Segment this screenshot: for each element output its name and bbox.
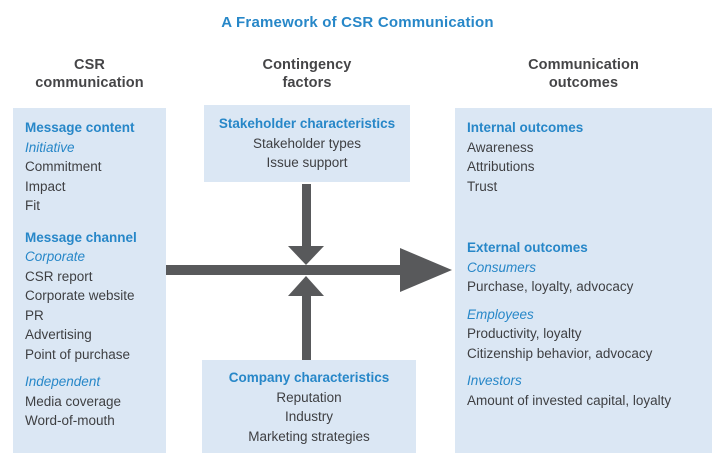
- list-item: Trust: [467, 178, 498, 194]
- section-sublabel: Corporate: [25, 249, 86, 264]
- list-item: Impact: [25, 178, 66, 194]
- column-header-communication-outcomes: Communication outcomes: [455, 56, 712, 92]
- communication-outcomes-box: Internal outcomes Awareness Attributions…: [455, 108, 712, 453]
- section-heading: Message channel: [25, 229, 137, 245]
- section-heading: External outcomes: [467, 240, 588, 255]
- section-sublabel: Employees: [467, 306, 534, 322]
- csr-communication-box: Message content Initiative Commitment Im…: [13, 108, 166, 453]
- list-item: Reputation: [276, 389, 342, 405]
- section-sublabel: Consumers: [467, 259, 537, 275]
- list-item: CSR report: [25, 268, 93, 284]
- list-item: Corporate website: [25, 288, 135, 303]
- section-sublabel: Independent: [25, 374, 101, 389]
- list-item: Stakeholder types: [252, 135, 362, 151]
- list-item: Word-of-mouth: [25, 413, 115, 428]
- column-header-line: Communication: [528, 57, 639, 73]
- list-item: Advertising: [25, 327, 92, 342]
- horizontal-arrow-stem: [166, 265, 402, 275]
- list-item: Point of purchase: [25, 346, 131, 362]
- list-item: Citizenship behavior, advocacy: [467, 345, 653, 361]
- section-heading: Message content: [25, 120, 135, 135]
- list-item: Amount of invested capital, loyalty: [467, 392, 672, 408]
- column-header-line: factors: [282, 75, 332, 91]
- column-header-line: outcomes: [548, 75, 619, 91]
- company-characteristics-box: Company characteristics Reputation Indus…: [202, 360, 416, 453]
- section-sublabel: Initiative: [25, 139, 75, 155]
- stakeholder-characteristics-box: Stakeholder characteristics Stakeholder …: [204, 105, 410, 182]
- up-arrow-head: [288, 276, 324, 296]
- list-item: Productivity, loyalty: [467, 326, 582, 341]
- column-header-line: communication: [35, 75, 144, 91]
- down-arrow-head: [288, 246, 324, 265]
- list-item: Industry: [284, 409, 334, 424]
- list-item: Commitment: [25, 159, 102, 174]
- list-item: PR: [25, 307, 44, 323]
- section-sublabel: Investors: [467, 373, 522, 388]
- list-item: Attributions: [467, 159, 535, 174]
- column-header-line: Contingency: [262, 57, 352, 73]
- list-item: Awareness: [467, 139, 534, 155]
- list-item: Fit: [25, 198, 40, 213]
- column-header-contingency-factors: Contingency factors: [204, 56, 410, 92]
- section-heading: Internal outcomes: [467, 120, 584, 135]
- section-heading: Stakeholder characteristics: [218, 116, 396, 131]
- list-item: Issue support: [266, 155, 348, 170]
- list-item: Media coverage: [25, 393, 122, 409]
- diagram-title: A Framework of CSR Communication: [221, 14, 494, 31]
- section-heading: Company characteristics: [228, 370, 390, 385]
- down-arrow-stem: [302, 184, 311, 247]
- column-header-csr-communication: CSR communication: [13, 56, 166, 92]
- up-arrow-stem: [302, 295, 311, 360]
- column-header-line: CSR: [74, 57, 105, 73]
- horizontal-arrow-head: [400, 248, 452, 292]
- list-item: Purchase, loyalty, advocacy: [467, 279, 634, 294]
- list-item: Marketing strategies: [248, 428, 370, 444]
